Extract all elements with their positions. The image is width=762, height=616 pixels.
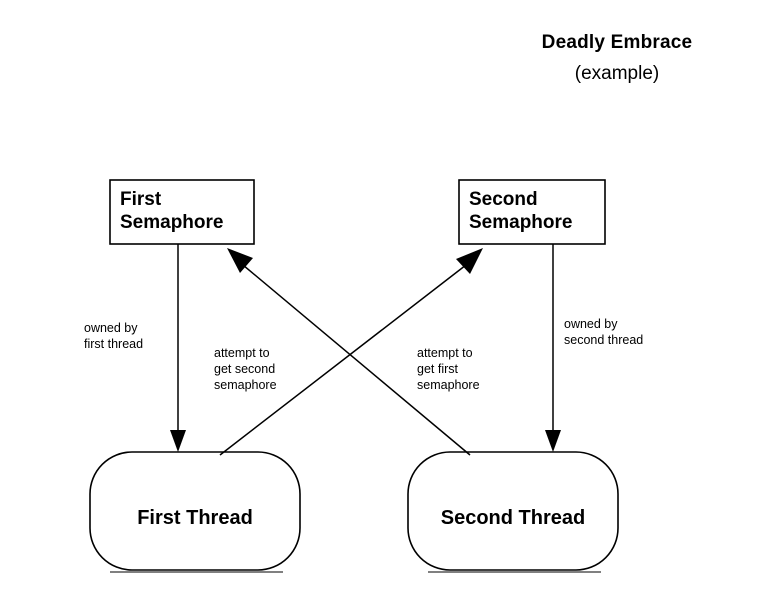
label-attempt-second-line3: semaphore [214, 378, 277, 392]
label-owned-by-second-thread-line2: second thread [564, 333, 643, 347]
label-owned-by-first-thread-line1: owned by [84, 321, 138, 335]
label-attempt-second-line2: get second [214, 362, 275, 376]
second-semaphore-label-line2: Semaphore [469, 212, 572, 233]
edge-second-thread-to-first-semaphore [242, 264, 471, 456]
label-attempt-second-line1: attempt to [214, 346, 270, 360]
label-attempt-first-line2: get first [417, 362, 459, 376]
label-owned-by-first-thread-line2: first thread [84, 337, 143, 351]
diagram-subtitle: (example) [575, 63, 659, 84]
first-semaphore-label-line2: Semaphore [120, 212, 223, 233]
first-semaphore-box [109, 179, 255, 245]
label-attempt-first-line3: semaphore [417, 378, 480, 392]
second-semaphore-box [458, 179, 606, 245]
first-thread-label: First Thread [137, 507, 253, 529]
second-thread-box [407, 451, 619, 571]
first-thread-box [89, 451, 301, 571]
label-attempt-first-line1: attempt to [417, 346, 473, 360]
arrow-head-into-first-semaphore [227, 248, 253, 273]
arrow-head-into-first-thread [170, 430, 186, 452]
first-semaphore-label-line1: First [120, 189, 162, 210]
arrow-head-into-second-thread [545, 430, 561, 452]
second-thread-label: Second Thread [441, 507, 585, 529]
diagram-title: Deadly Embrace [542, 32, 693, 53]
arrow-head-into-second-semaphore [456, 248, 483, 274]
label-owned-by-second-thread-line1: owned by [564, 317, 618, 331]
edge-first-thread-to-second-semaphore [219, 264, 467, 456]
second-semaphore-label-line1: Second [469, 189, 538, 210]
